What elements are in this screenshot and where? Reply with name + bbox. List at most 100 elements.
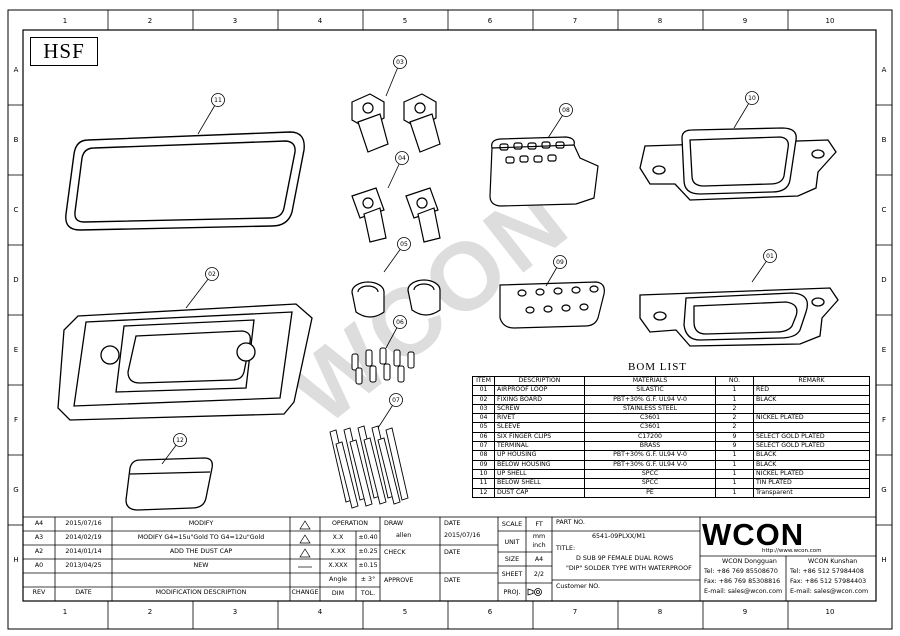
balloon-08: 08: [547, 103, 573, 139]
bom-title: BOM LIST: [628, 361, 688, 373]
tol-value: ±0.40: [358, 534, 378, 541]
bom-cell: 2: [715, 422, 754, 433]
grid-column-label: 4: [317, 608, 323, 616]
bom-cell: C17200: [584, 431, 716, 443]
revision-desc: ADD THE DUST CAP: [169, 548, 233, 555]
bom-cell: 01: [472, 385, 495, 396]
grid-column-label: 9: [742, 608, 748, 616]
part-no-label: PART NO.: [556, 519, 585, 526]
bom-cell: UP SHELL: [494, 468, 585, 480]
bom-cell: BELOW HOUSING: [494, 459, 585, 470]
draw-value: allen: [396, 532, 412, 539]
bom-cell: 1: [715, 459, 754, 470]
part-10-shell-upper: [639, 127, 837, 201]
grid-column-label: 3: [232, 608, 238, 616]
grid-row-label: B: [13, 136, 19, 144]
bom-cell: BLACK: [753, 450, 870, 461]
bom-cell: FIXING BOARD: [494, 394, 585, 405]
grid-row-label: D: [881, 276, 887, 284]
bom-cell: C3601: [584, 413, 716, 424]
tol-label: X.XX: [330, 548, 346, 555]
title-line-1: D SUB 9P FEMALE DUAL ROWS: [576, 555, 674, 562]
grid-column-label: 10: [825, 17, 835, 25]
grid-column-label: 3: [232, 17, 238, 25]
bom-cell: 06: [472, 431, 495, 443]
grid-row-label: G: [13, 486, 19, 494]
unit-label: UNIT: [504, 539, 520, 546]
approve-date-label: DATE: [444, 577, 461, 584]
svg-text:02: 02: [208, 271, 216, 278]
bom-cell: SELECT GOLD PLATED: [753, 441, 870, 452]
bom-cell: BLACK: [753, 459, 870, 470]
bom-header-row: ITEM DESCRIPTION MATERIALS NO. REMARK: [472, 375, 870, 387]
check-date-label: DATE: [444, 549, 461, 556]
part-05-sleeves: [351, 279, 441, 318]
bom-cell: 05: [472, 422, 495, 433]
bom-cell: [753, 403, 870, 415]
part-04-rivets: [351, 187, 441, 243]
bom-cell: NICKEL PLATED: [753, 468, 870, 480]
size-value: A4: [534, 556, 544, 563]
grid-column-label: 2: [147, 608, 153, 616]
bom-cell: 03: [472, 403, 495, 415]
office-left-fax: Fax: +86 769 85308816: [704, 578, 781, 585]
draw-date: 2015/07/16: [444, 532, 481, 539]
svg-text:05: 05: [400, 241, 408, 248]
bom-cell: SIX FINGER CLIPS: [494, 431, 585, 443]
svg-text:12: 12: [176, 437, 184, 444]
unit-inch: inch: [532, 542, 546, 549]
grid-column-label: 7: [572, 17, 578, 25]
bom-cell: 2: [715, 403, 754, 415]
bom-cell: AIRPROOF LOOP: [494, 385, 585, 396]
revision-desc: MODIFY: [188, 520, 214, 527]
revision-rev: A0: [34, 562, 44, 569]
grid-row-label: D: [13, 276, 19, 284]
part-no-value: 6541-09PLXX/M1: [592, 533, 646, 540]
balloon-05: 05: [383, 237, 411, 273]
grid-row-label: C: [881, 206, 887, 214]
title-line-2: "DIP" SOLDER TYPE WITH WATERPROOF: [566, 565, 692, 572]
grid-column-label: 5: [402, 608, 408, 616]
svg-text:01: 01: [766, 253, 774, 260]
bom-cell: 9: [715, 441, 754, 452]
scale-label: SCALE: [501, 521, 523, 528]
bom-cell: TIN PLATED: [753, 478, 870, 489]
tol-label: Angle: [329, 576, 347, 583]
title-label: TITLE:: [556, 545, 576, 552]
tol-value: ± 3°: [360, 576, 376, 583]
svg-text:10: 10: [748, 95, 756, 102]
grid-row-label: H: [881, 556, 887, 564]
balloon-02: 02: [185, 267, 219, 309]
part-02-fixing-board: [57, 303, 313, 421]
bom-header: REMARK: [753, 375, 870, 387]
rev-col-header: REV: [32, 589, 46, 596]
company-url: http://www.wcon.com: [762, 548, 822, 554]
tol-label: X.XXX: [328, 562, 348, 569]
balloon-07: 07: [377, 393, 403, 429]
size-label: SIZE: [504, 556, 520, 563]
bom-cell: STAINLESS STEEL: [584, 403, 716, 415]
revision-desc: NEW: [193, 562, 209, 569]
desc-col-header: MODIFICATION DESCRIPTION: [155, 589, 247, 596]
grid-row-label: A: [13, 66, 19, 74]
part-08-up-housing: [489, 136, 599, 207]
part-01-airproof-loop: [65, 131, 305, 231]
office-left-tel: Tel: +86 769 85508670: [704, 568, 778, 575]
bom-cell: [753, 422, 870, 433]
bom-cell: SLEEVE: [494, 422, 585, 433]
bom-cell: 10: [472, 468, 495, 480]
bom-cell: SILASTIC: [584, 385, 716, 396]
balloon-12: 12: [161, 433, 187, 465]
balloon-11: 11: [197, 93, 225, 135]
bom-header: DESCRIPTION: [494, 375, 585, 387]
scale-value: FT: [535, 521, 543, 528]
